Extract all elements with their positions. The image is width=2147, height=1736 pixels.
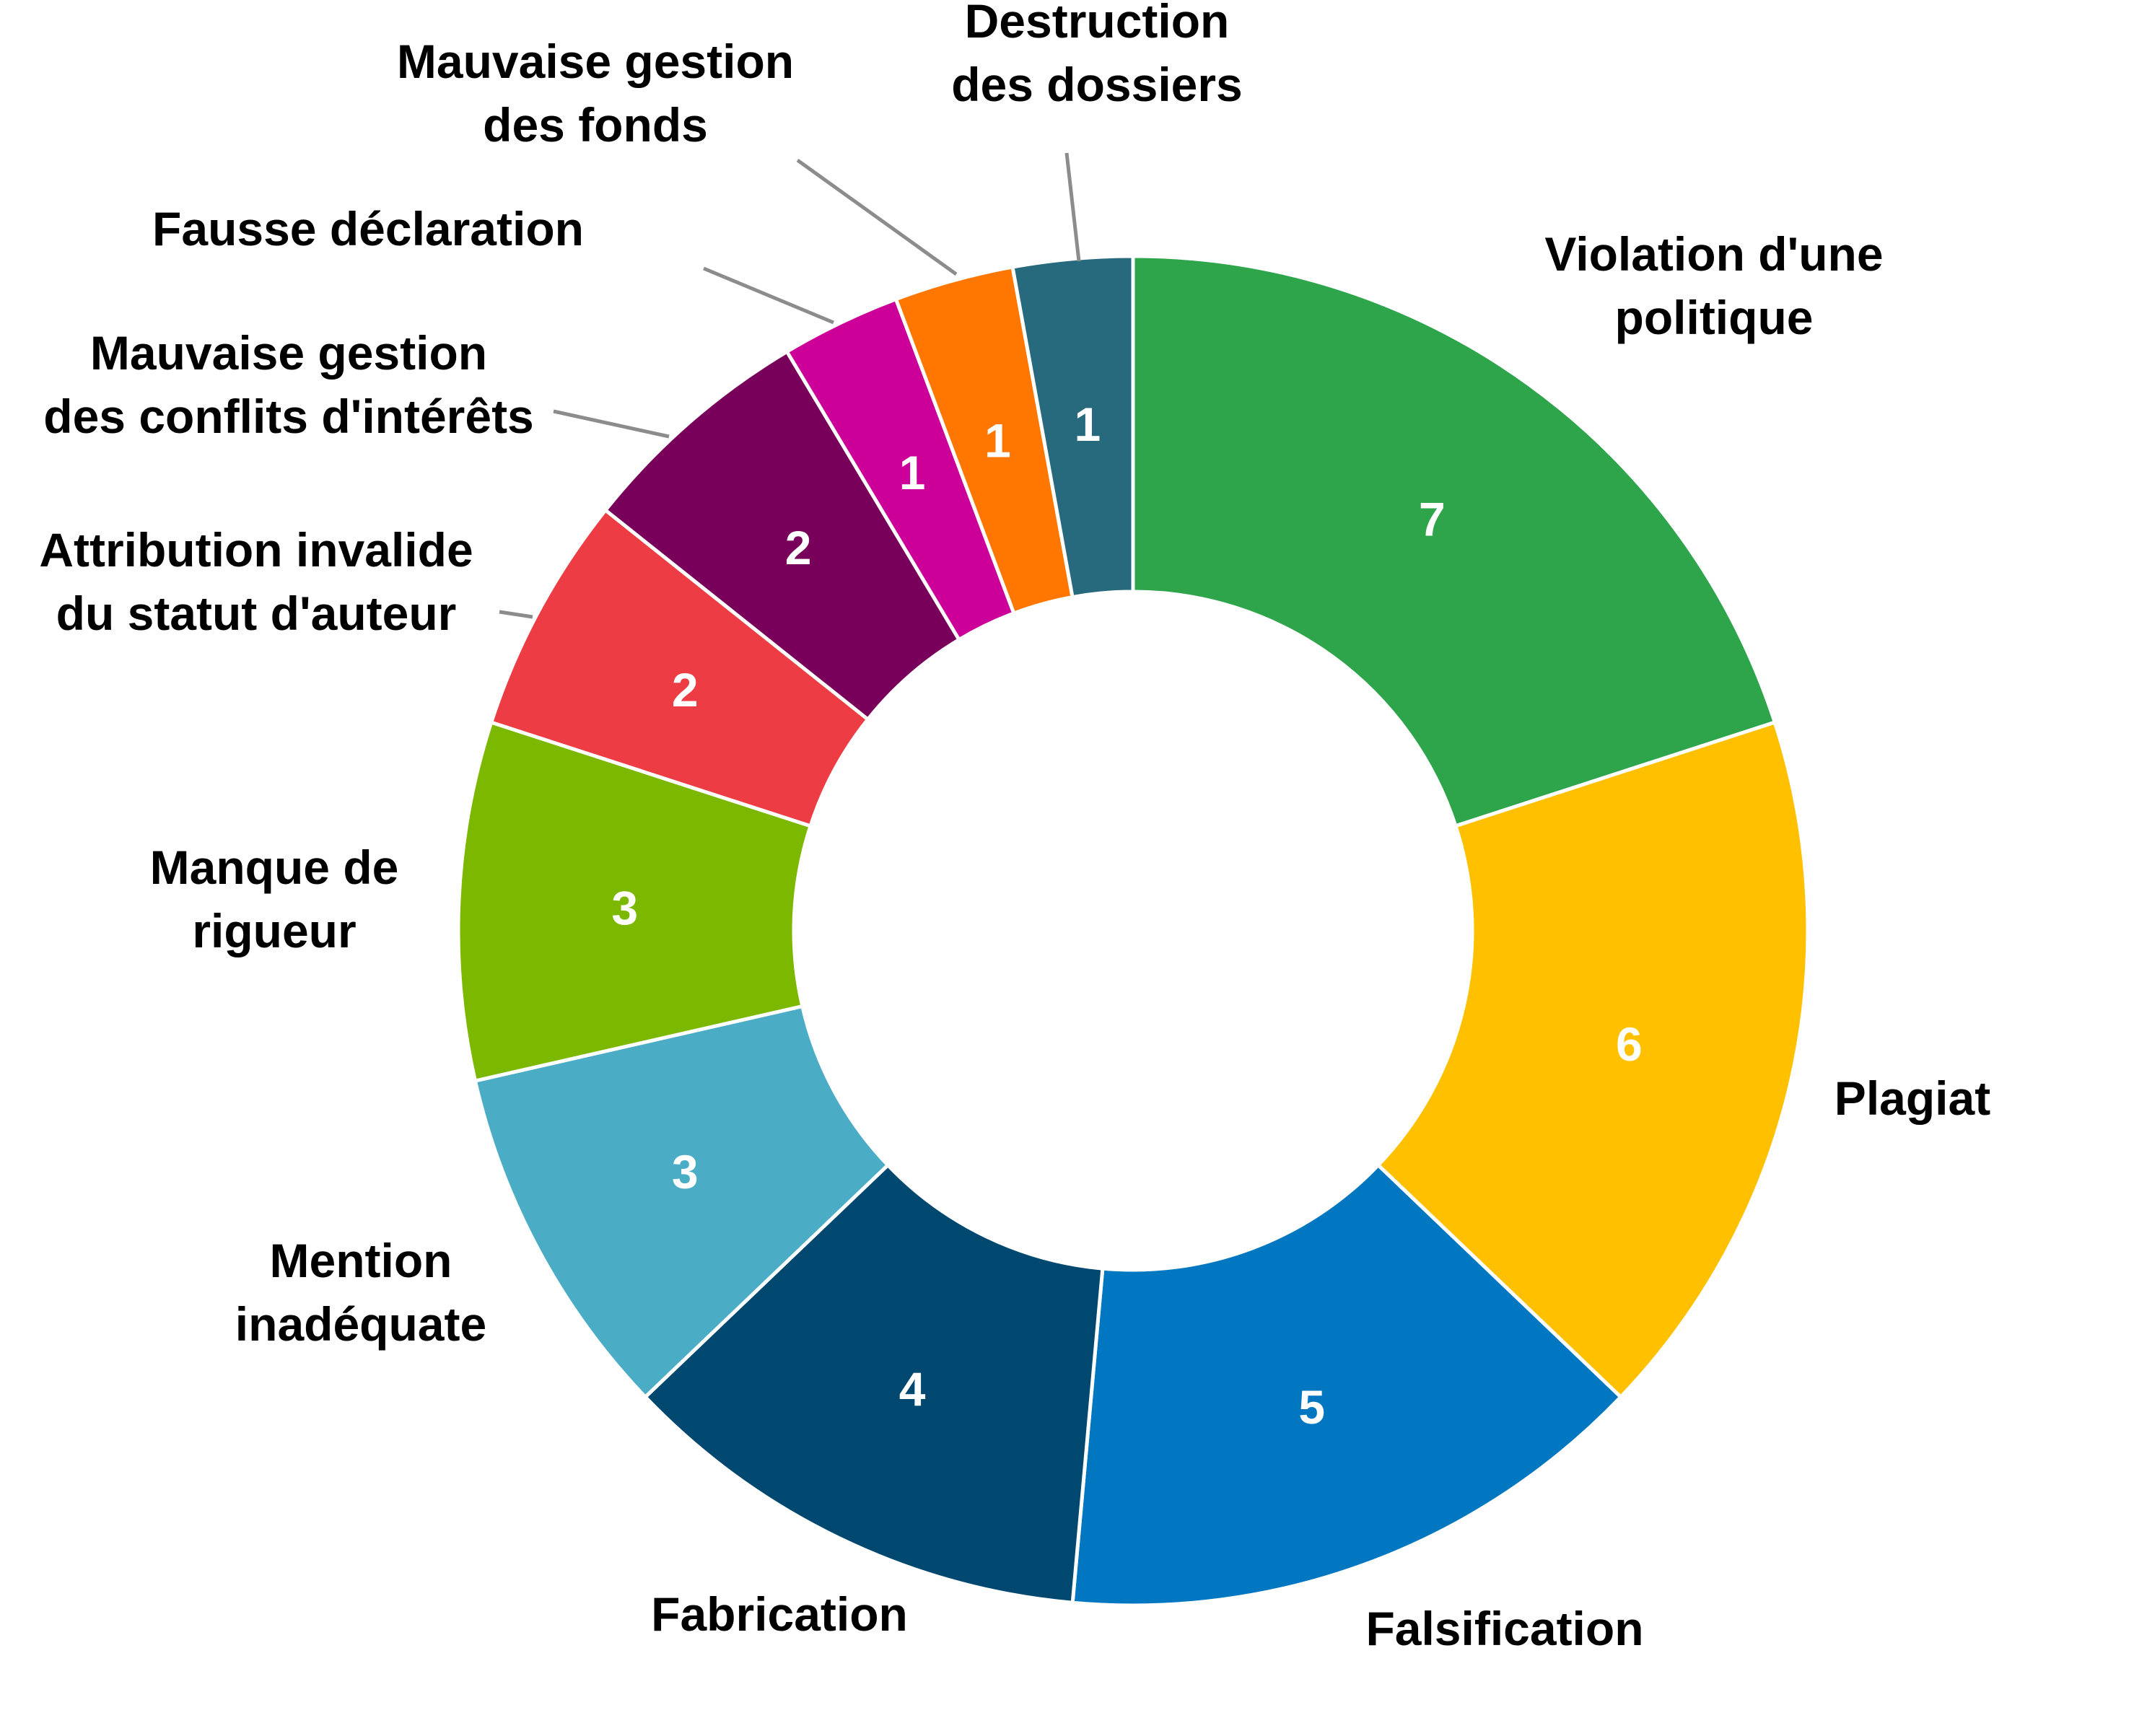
value-label-mauvaise-gestion-des-conflits-d-interets: 2 bbox=[785, 521, 812, 574]
slice-falsification bbox=[1070, 1162, 1624, 1608]
leader-lines-group bbox=[499, 152, 1081, 619]
slices-group bbox=[456, 254, 1810, 1608]
leader-line-mauvaise-gestion-des-fonds bbox=[796, 158, 958, 276]
value-label-fausse-declaration: 1 bbox=[899, 446, 926, 499]
category-label-fausse-declaration: Fausse déclaration bbox=[152, 202, 584, 255]
category-label-fabrication: Fabrication bbox=[651, 1587, 908, 1641]
value-label-mauvaise-gestion-des-fonds: 1 bbox=[984, 413, 1011, 467]
slice-manque-de-rigueur bbox=[456, 719, 813, 1084]
slice-mention-inadequate bbox=[473, 1004, 891, 1400]
leader-line-mauvaise-gestion-des-conflits-d-interets bbox=[553, 409, 670, 439]
value-label-attribution-invalide-du-statut-d-auteur: 2 bbox=[672, 663, 699, 716]
value-label-destruction-des-dossiers: 1 bbox=[1074, 398, 1101, 451]
leader-line-destruction-des-dossiers bbox=[1064, 152, 1081, 262]
value-label-violation-d-une-politique: 7 bbox=[1419, 493, 1446, 546]
slice-plagiat bbox=[1376, 719, 1810, 1400]
category-label-falsification: Falsification bbox=[1365, 1602, 1643, 1655]
value-label-fabrication: 4 bbox=[899, 1362, 926, 1416]
slice-destruction-des-dossiers bbox=[1010, 254, 1135, 600]
value-label-falsification: 5 bbox=[1298, 1380, 1325, 1434]
slice-violation-d-une-politique bbox=[1131, 254, 1777, 828]
slice-fabrication bbox=[642, 1162, 1105, 1605]
value-label-plagiat: 6 bbox=[1616, 1017, 1643, 1071]
value-label-mention-inadequate: 3 bbox=[672, 1145, 699, 1198]
leader-line-attribution-invalide-du-statut-d-auteur bbox=[499, 610, 533, 619]
category-label-plagiat: Plagiat bbox=[1835, 1071, 1990, 1125]
value-label-manque-de-rigueur: 3 bbox=[611, 881, 638, 934]
value-labels-group: 7 6 5 4 3 3 2 2 1 1 1 bbox=[611, 398, 1642, 1434]
leader-line-fausse-declaration bbox=[703, 266, 834, 325]
